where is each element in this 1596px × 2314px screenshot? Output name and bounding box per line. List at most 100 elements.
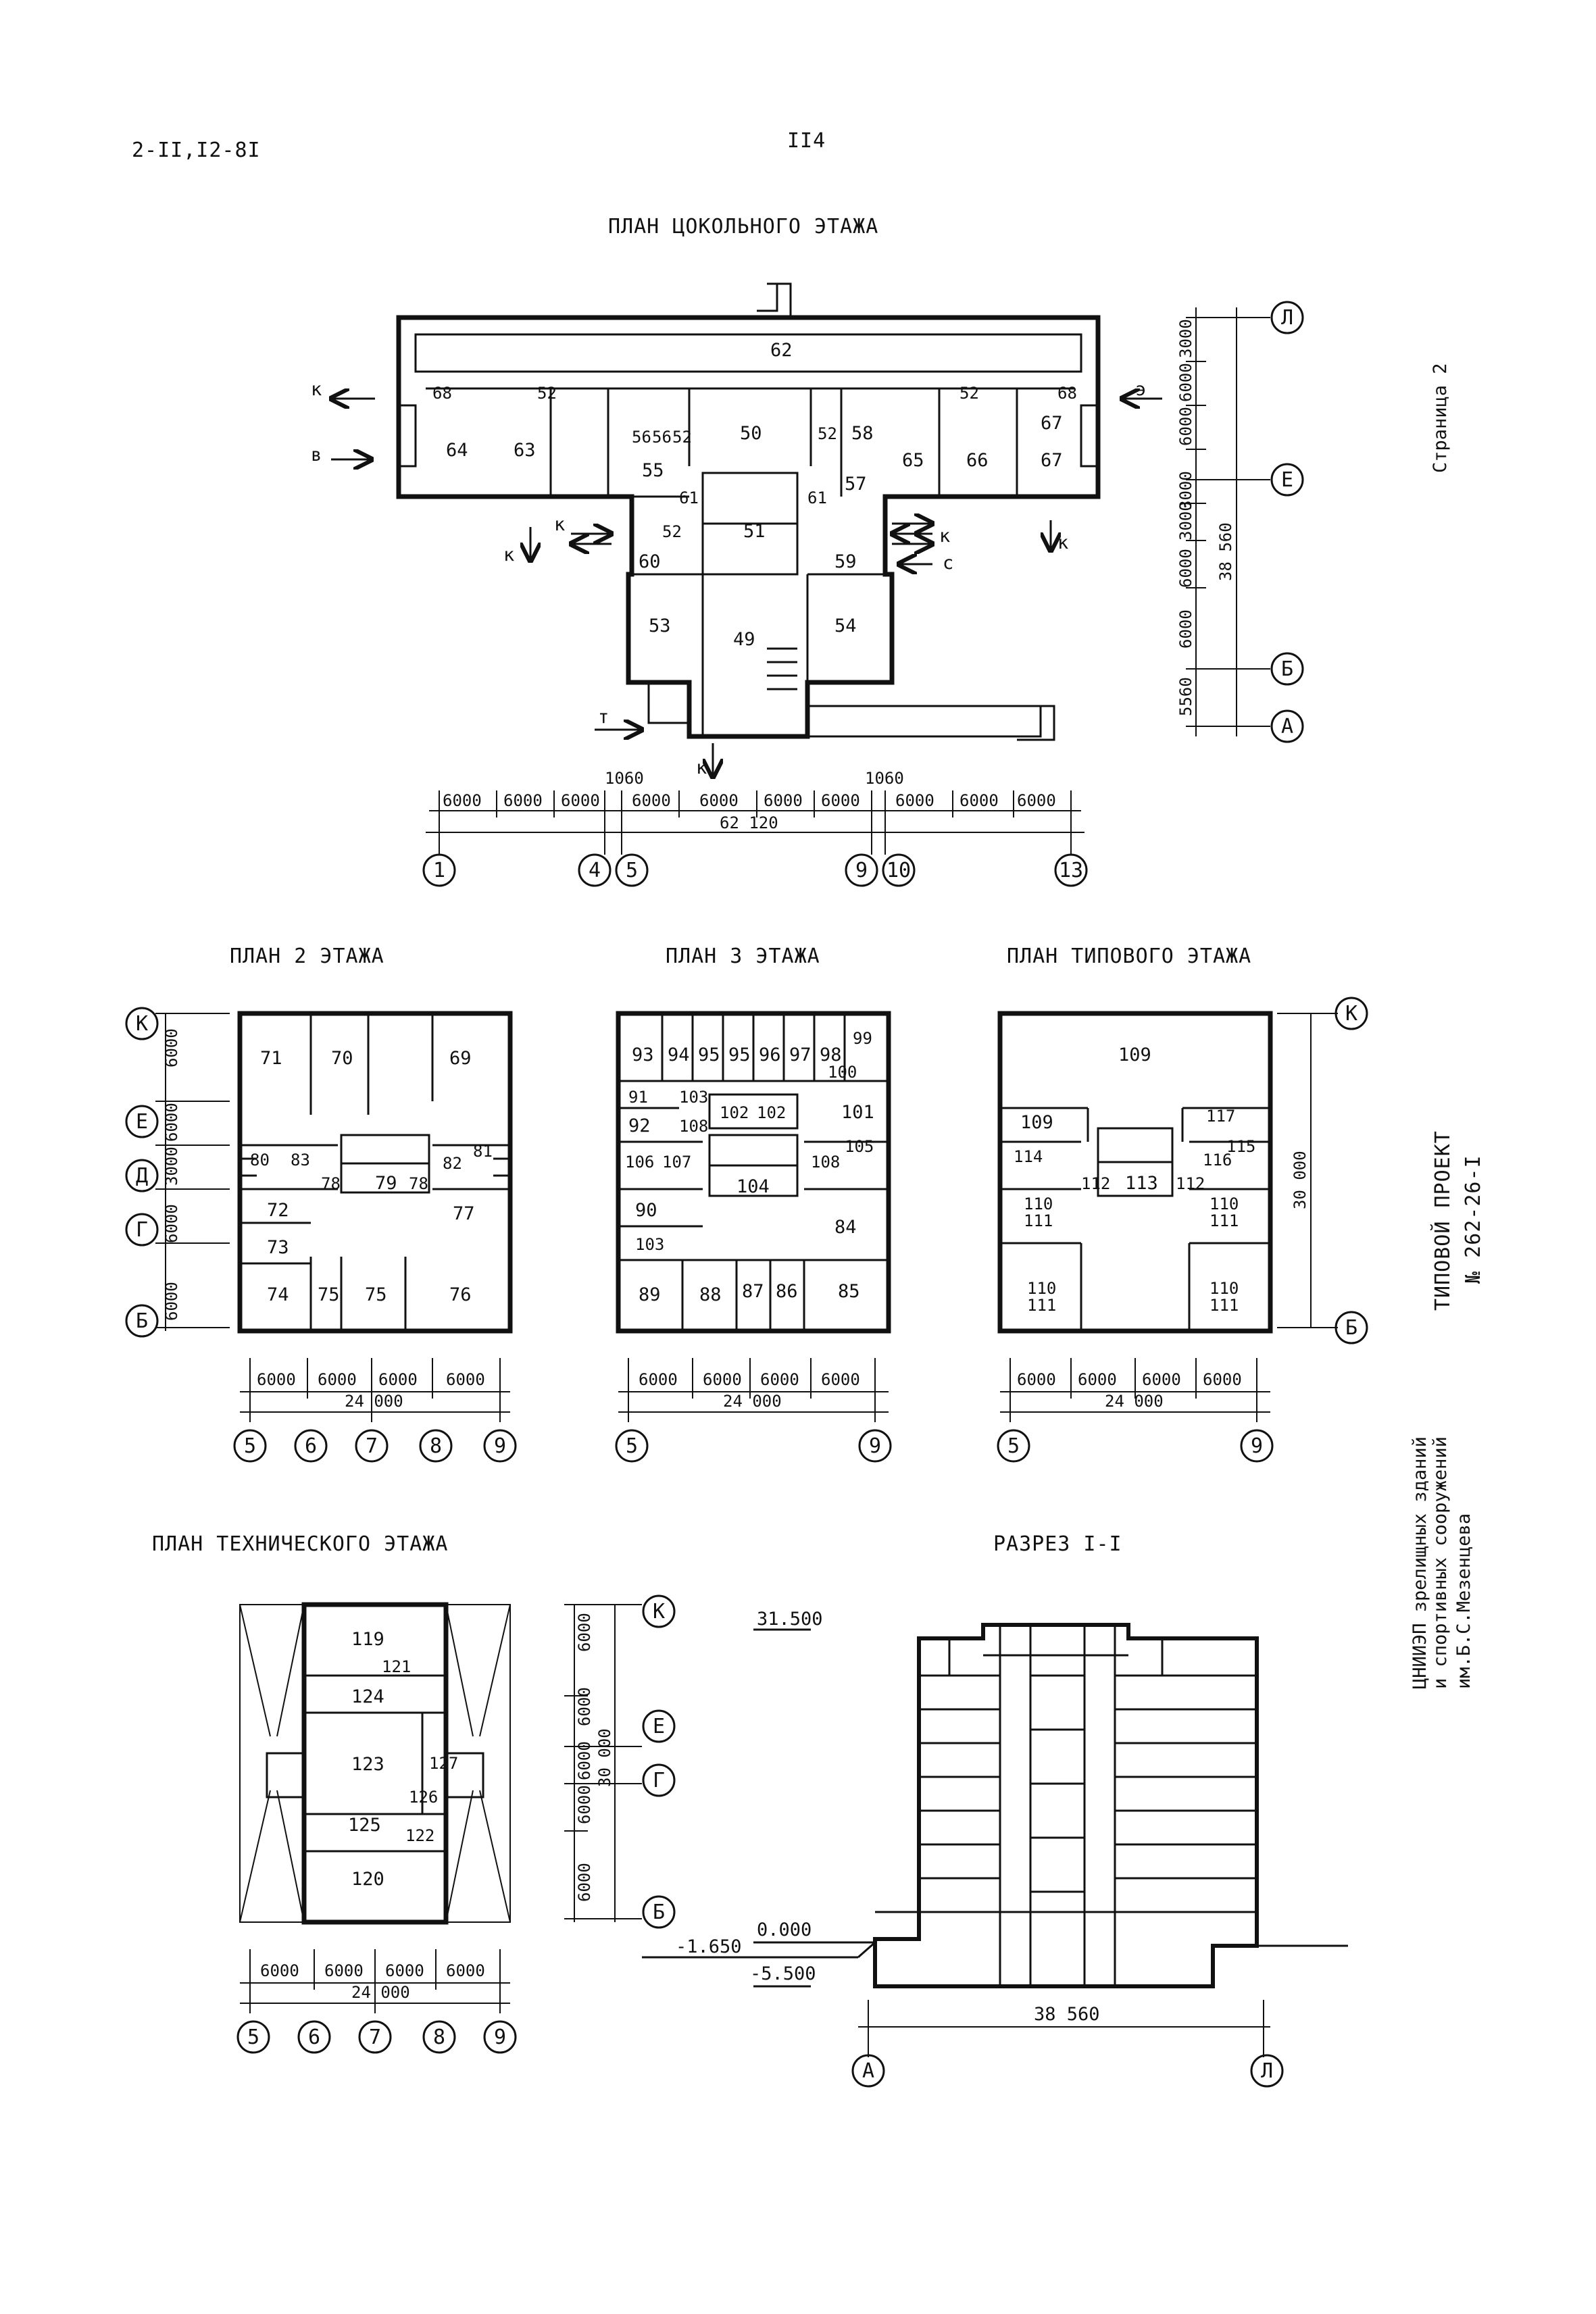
f2-dim-total: 24 000: [345, 1392, 403, 1411]
room-109-b: 109: [1020, 1112, 1053, 1133]
room-122: 122: [405, 1826, 434, 1845]
room-98: 98: [820, 1045, 842, 1065]
room-111-a: 111: [1024, 1211, 1053, 1230]
room-113: 113: [1125, 1173, 1158, 1194]
dim-1060-a: 1060: [605, 769, 644, 788]
dim-total-basement: 62 120: [720, 813, 778, 832]
dim-total-right: 38 560: [1216, 522, 1235, 581]
dim-r1: 3000: [1176, 319, 1195, 358]
room-101: 101: [841, 1102, 874, 1123]
f2-dim-l4: 6000: [162, 1204, 181, 1243]
f2-axis-9: 9: [494, 1434, 506, 1458]
typical-title: ПЛАН ТИПОВОГО ЭТАЖА: [1007, 945, 1251, 968]
axis-10: 10: [887, 859, 911, 882]
room-71: 71: [260, 1048, 282, 1069]
room-110-a: 110: [1024, 1194, 1053, 1213]
sec-dim-2: 6000: [575, 1687, 594, 1726]
dim-b7: 6000: [821, 791, 860, 810]
sec-axis-K: К: [653, 1600, 665, 1624]
room-61-b: 61: [807, 488, 827, 507]
room-103-b: 103: [635, 1235, 664, 1254]
typ-axis-9: 9: [1251, 1434, 1263, 1458]
typ-dim-2: 6000: [1078, 1370, 1117, 1389]
room-87: 87: [742, 1281, 764, 1302]
basement-plan: ПЛАН ЦОКОЛЬНОГО ЭТАЖА 62 68 52 52 68 64 …: [311, 215, 1304, 887]
sec-axis-A: А: [862, 2059, 874, 2083]
org-line-3: им.Б.С.Мезенцева: [1453, 1513, 1474, 1689]
room-52-c: 52: [672, 428, 692, 447]
room-108-a: 108: [679, 1117, 708, 1136]
room-107: 107: [662, 1153, 691, 1172]
room-112-a: 112: [1081, 1174, 1110, 1193]
sec-dim-5: 6000: [575, 1863, 594, 1902]
dim-1060-b: 1060: [865, 769, 904, 788]
room-90: 90: [635, 1200, 657, 1221]
org-line-1: ЦНИИЭП зрелищных зданий: [1410, 1436, 1430, 1689]
arrow-label-k6: к: [696, 757, 707, 778]
dim-b3: 6000: [561, 791, 600, 810]
room-69: 69: [449, 1048, 472, 1069]
room-89: 89: [639, 1284, 661, 1305]
tech-axis-5: 5: [247, 2026, 259, 2049]
room-102-b: 102: [757, 1103, 786, 1122]
project-number: № 262-26-I: [1462, 1155, 1485, 1284]
room-65: 65: [902, 450, 924, 471]
dim-b4: 6000: [632, 791, 671, 810]
dim-b10: 6000: [1017, 791, 1056, 810]
f2-dim-l2: 6000: [162, 1103, 181, 1142]
axis-1: 1: [433, 859, 445, 882]
room-86: 86: [776, 1281, 798, 1302]
sec-axis-G: Г: [653, 1769, 665, 1792]
floor2-plan: ПЛАН 2 ЭТАЖА 71 70 69 80 83 81 82 78 79 …: [125, 945, 517, 1463]
sec-axis-B: Б: [653, 1901, 665, 1924]
room-106: 106: [625, 1153, 654, 1172]
room-61-a: 61: [679, 488, 699, 507]
room-126: 126: [409, 1788, 438, 1807]
f3-dim-1: 6000: [639, 1370, 678, 1389]
room-115: 115: [1226, 1137, 1255, 1156]
room-117: 117: [1206, 1107, 1235, 1126]
elev-31500: 31.500: [757, 1609, 823, 1630]
typ-dim-total: 24 000: [1105, 1392, 1164, 1411]
dim-r5: 3000: [1176, 501, 1195, 540]
room-110-c: 110: [1027, 1279, 1056, 1298]
f2-axis-D: Д: [136, 1164, 148, 1188]
sec-axis-E: Е: [653, 1715, 665, 1738]
room-63: 63: [514, 440, 536, 461]
typ-dim-right: 30 000: [1291, 1151, 1310, 1209]
arrow-label-c: с: [943, 553, 953, 574]
axis-B: Б: [1281, 657, 1293, 681]
axis-9: 9: [855, 859, 868, 882]
f3-axis-5: 5: [626, 1434, 638, 1458]
room-104: 104: [737, 1176, 770, 1197]
typ-axis-5: 5: [1007, 1434, 1020, 1458]
arrow-label-k5: к: [1057, 532, 1068, 553]
f2-axis-8: 8: [430, 1434, 442, 1458]
stranitsa-label: Страница 2: [1430, 363, 1451, 473]
room-50: 50: [740, 423, 762, 444]
sec-dim-1: 6000: [575, 1613, 594, 1652]
room-111-c: 111: [1027, 1296, 1056, 1315]
floor3-plan: ПЛАН 3 ЭТАЖА 93 94 95 95 96 97 98 99 100…: [615, 945, 892, 1463]
room-95-a: 95: [698, 1045, 720, 1065]
room-97: 97: [789, 1045, 812, 1065]
room-120: 120: [351, 1869, 384, 1890]
room-127: 127: [429, 1754, 458, 1773]
axis-L: Л: [1281, 306, 1293, 330]
room-51: 51: [743, 521, 766, 542]
room-77: 77: [453, 1203, 475, 1224]
typical-project-label: ТИПОВОЙ ПРОЕКТ: [1430, 1130, 1455, 1311]
room-52-b: 52: [959, 384, 979, 403]
sec-dim-4: 6000: [575, 1785, 594, 1824]
section-view: РАЗРЕЗ I-I 6000 6000 6000 6000 6000 30 0…: [564, 1532, 1348, 2088]
arrow-label-k2: к: [503, 545, 514, 565]
room-88: 88: [699, 1284, 722, 1305]
technical-title: ПЛАН ТЕХНИЧЕСКОГО ЭТАЖА: [152, 1532, 448, 1556]
room-82: 82: [443, 1154, 462, 1173]
room-68-right: 68: [1057, 384, 1077, 403]
room-52-d: 52: [818, 424, 837, 443]
room-99: 99: [853, 1029, 872, 1048]
room-96: 96: [759, 1045, 781, 1065]
room-123: 123: [351, 1754, 384, 1775]
